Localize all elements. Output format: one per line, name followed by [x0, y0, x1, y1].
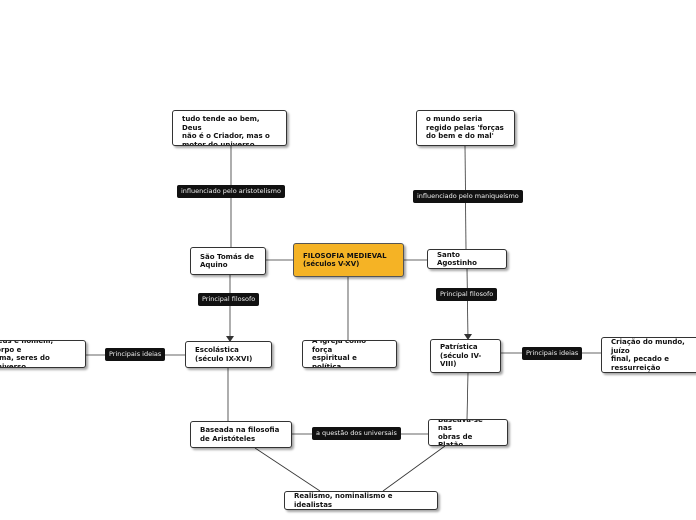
node-patristica-ideas[interactable]: Criação do mundo, juízo final, pecado e …: [601, 337, 696, 373]
node-escolastica-ideas[interactable]: Deus e homem, corpo e alma, seres do uni…: [0, 340, 86, 368]
label-principais-ideias-left[interactable]: Principais ideias: [105, 348, 166, 361]
node-agostinho-idea[interactable]: o mundo seria regido pelas 'forças do be…: [416, 110, 515, 146]
label-maniqueismo[interactable]: influenciado pelo maniqueísmo: [413, 190, 523, 203]
link-platao-realismo: [382, 445, 446, 492]
node-platao[interactable]: Baseava-se nas obras de Platão: [428, 419, 508, 446]
node-aquino-idea[interactable]: tudo tende ao bem, Deus não é o Criador,…: [172, 110, 287, 146]
arrowhead-escolastica: [226, 336, 234, 342]
label-principal-filosofo-left[interactable]: Principal filosofo: [198, 293, 260, 306]
link-patristica-platao: [466, 372, 469, 420]
node-realismo[interactable]: Realismo, nominalismo e idealistas: [284, 491, 438, 510]
node-escolastica[interactable]: Escolástica (século IX-XVI): [185, 341, 272, 368]
label-aristotelismo[interactable]: influenciado pelo aristotelismo: [177, 185, 285, 198]
node-root[interactable]: FILOSOFIA MEDIEVAL (séculos V-XV): [293, 243, 404, 277]
node-patristica[interactable]: Patrística (século IV- VIII): [430, 339, 501, 373]
label-principais-ideias-right[interactable]: Principais ideias: [522, 347, 583, 360]
node-aristoteles[interactable]: Baseada na filosofia de Aristóteles: [190, 421, 292, 448]
label-principal-filosofo-right[interactable]: Principal filosofo: [436, 288, 498, 301]
node-igreja[interactable]: A igreja como força espiritual e polític…: [302, 340, 397, 368]
arrowhead-patristica: [464, 334, 472, 340]
node-aquino[interactable]: São Tomás de Aquino: [190, 247, 266, 275]
link-agostinho-patristica: [466, 268, 469, 340]
node-agostinho[interactable]: Santo Agostinho: [427, 249, 507, 269]
label-questao-universais[interactable]: a questão dos universais: [312, 427, 401, 440]
link-aristoteles-realismo: [254, 447, 321, 492]
